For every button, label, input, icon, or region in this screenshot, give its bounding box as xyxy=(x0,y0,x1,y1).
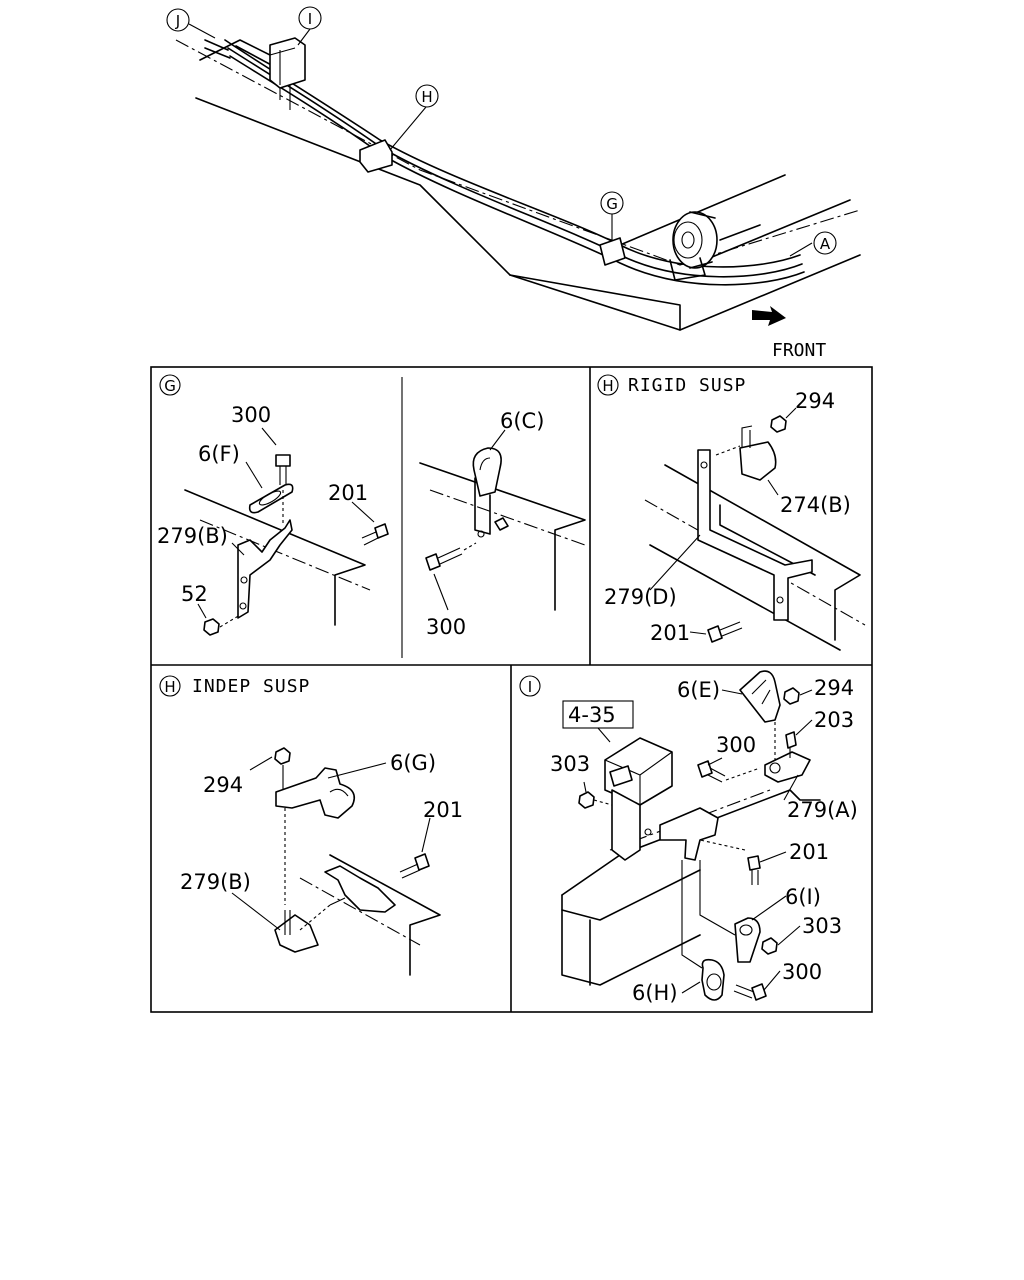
label-201-rigid: 201 xyxy=(650,621,690,645)
svg-text:J: J xyxy=(175,12,180,30)
label-294-indep: 294 xyxy=(203,773,243,797)
label-294-i: 294 xyxy=(814,676,854,700)
label-294-rigid: 294 xyxy=(795,389,835,413)
panel-g-letter: G xyxy=(164,377,176,395)
label-6h: 6(H) xyxy=(632,981,678,1005)
callout-g: G xyxy=(600,191,624,215)
svg-text:G: G xyxy=(606,195,618,213)
svg-text:I: I xyxy=(308,10,312,28)
svg-text:H: H xyxy=(421,88,432,106)
overview-drawing xyxy=(175,23,861,331)
panel-h-indep-letter: H xyxy=(164,678,175,696)
label-303-i-left: 303 xyxy=(550,752,590,776)
front-arrow-icon xyxy=(752,306,786,326)
label-201-indep: 201 xyxy=(423,798,463,822)
front-label: FRONT xyxy=(772,340,826,361)
callout-h: H xyxy=(415,84,439,108)
label-300-i: 300 xyxy=(716,733,756,757)
label-279b-g: 279(B) xyxy=(157,524,228,548)
label-201-g: 201 xyxy=(328,481,368,505)
label-6e: 6(E) xyxy=(677,678,720,702)
svg-text:A: A xyxy=(820,235,831,253)
label-6g: 6(G) xyxy=(390,751,436,775)
panel-h-indep: H INDEP SUSP 294 6(G) 201 279(B) xyxy=(159,675,463,976)
label-279d: 279(D) xyxy=(604,585,677,609)
panel-h-rigid: H RIGID SUSP 294 274(B) 279(D) 201 xyxy=(597,374,866,651)
callout-j: J xyxy=(166,8,190,32)
panel-h-rigid-letter: H xyxy=(602,377,613,395)
label-279b-indep: 279(B) xyxy=(180,870,251,894)
callout-i: I xyxy=(298,6,322,30)
label-300-top: 300 xyxy=(231,403,271,427)
label-6i: 6(I) xyxy=(785,885,821,909)
panel-h-rigid-title: RIGID SUSP xyxy=(628,375,746,396)
label-300-c: 300 xyxy=(426,615,466,639)
panel-g: G 300 6(F) 201 279(B) 52 xyxy=(157,374,586,639)
label-303-i-right: 303 xyxy=(802,914,842,938)
label-203: 203 xyxy=(814,708,854,732)
ref-box-4-35: 4-35 xyxy=(568,703,616,727)
label-201-i: 201 xyxy=(789,840,829,864)
panel-grid xyxy=(150,366,873,1013)
label-6c: 6(C) xyxy=(500,409,544,433)
panel-i: I 4-35 xyxy=(519,670,858,1005)
label-274b: 274(B) xyxy=(780,493,851,517)
panel-h-indep-title: INDEP SUSP xyxy=(192,676,310,697)
label-279a: 279(A) xyxy=(787,798,858,822)
panel-i-letter: I xyxy=(528,678,532,696)
label-300-i-lower: 300 xyxy=(782,960,822,984)
callout-a: A xyxy=(813,231,837,255)
label-52: 52 xyxy=(181,582,208,606)
label-6f: 6(F) xyxy=(198,442,240,466)
